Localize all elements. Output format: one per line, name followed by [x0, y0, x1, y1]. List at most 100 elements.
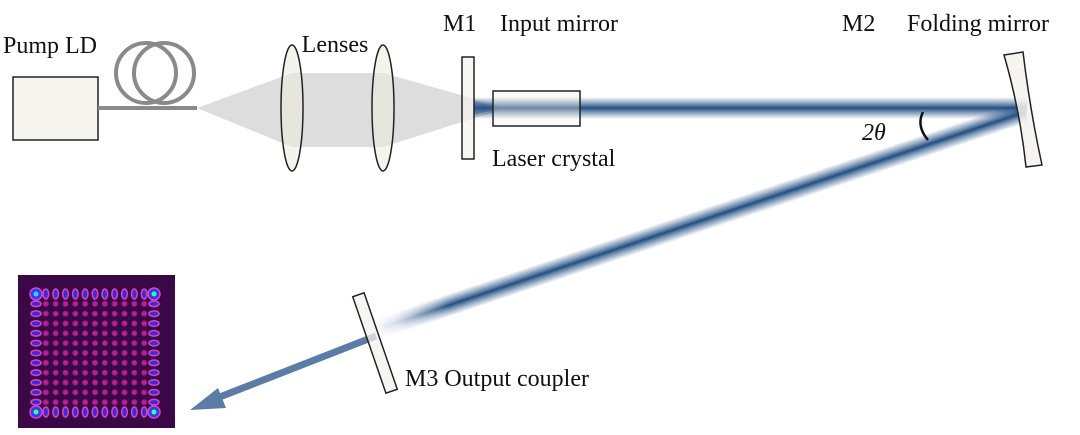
mode-spot: [148, 349, 160, 357]
mode-spot: [141, 349, 148, 357]
intracavity-beam: [474, 97, 1027, 119]
mode-spot: [130, 288, 138, 300]
lens-2: [371, 44, 395, 172]
mode-spot: [82, 349, 89, 357]
mode-spot: [30, 319, 42, 328]
mode-spot: [101, 300, 108, 307]
mode-spot: [148, 388, 160, 396]
mode-spot: [91, 389, 99, 396]
mode-spot: [72, 330, 79, 337]
mode-spot: [72, 359, 79, 366]
mode-spot: [62, 379, 69, 386]
mode-spot: [42, 369, 49, 376]
mode-spot: [72, 320, 79, 327]
mode-spot: [91, 406, 99, 418]
mode-spot: [52, 340, 59, 347]
mode-spot: [91, 320, 99, 327]
mode-spot: [72, 369, 79, 376]
mode-spot: [42, 340, 49, 347]
mode-spot: [82, 340, 89, 347]
mode-spot: [131, 359, 138, 366]
mode-spot: [121, 369, 128, 376]
mode-spot: [121, 340, 128, 347]
mode-spot: [131, 379, 138, 386]
pump-ld-box: [12, 76, 99, 141]
mode-spot: [101, 320, 108, 327]
mode-spot: [42, 389, 49, 396]
mode-spot: [131, 310, 138, 317]
mode-spot: [148, 310, 160, 318]
mode-spot: [141, 310, 148, 317]
mode-corner-peak: [151, 291, 157, 297]
mode-spot: [101, 406, 109, 418]
mode-spot: [148, 319, 160, 328]
mode-spot: [120, 406, 129, 418]
output-mode-pattern: [18, 275, 175, 428]
folding-mirror-m2: [1003, 51, 1043, 168]
mode-spot: [141, 300, 148, 307]
mode-spot: [141, 389, 148, 396]
mode-spot: [62, 300, 69, 307]
mode-spot: [111, 406, 119, 418]
fiber-coil: [98, 41, 197, 110]
mode-spot: [111, 288, 119, 300]
mode-spot: [30, 339, 42, 347]
mode-spot: [91, 310, 99, 317]
mode-spot: [42, 359, 49, 366]
mode-corner-peak: [33, 409, 39, 415]
mode-spot: [148, 339, 160, 347]
mode-spot: [91, 369, 99, 376]
mode-spot: [52, 320, 59, 327]
mode-spot: [72, 349, 79, 357]
mode-spot: [30, 369, 42, 377]
mode-spot: [72, 399, 79, 406]
mode-spot: [101, 369, 108, 376]
mode-spot: [62, 399, 69, 406]
mode-spot: [52, 330, 59, 337]
mode-spot: [121, 359, 128, 366]
mode-spot: [52, 359, 59, 366]
laser-crystal: [492, 90, 581, 127]
m1-label: M1: [443, 11, 476, 37]
mode-spot: [82, 330, 89, 337]
mode-spot: [82, 310, 89, 317]
mode-spot: [148, 329, 160, 337]
mode-spot: [140, 288, 148, 300]
mode-spot: [30, 329, 42, 337]
pump-light-cone: [197, 73, 500, 147]
mode-spot: [72, 389, 79, 396]
mode-spot: [30, 349, 42, 357]
mode-spot: [121, 320, 128, 327]
mode-spot: [141, 369, 148, 376]
mode-spot: [52, 379, 59, 386]
mode-spot: [30, 310, 42, 318]
mode-spot: [121, 349, 128, 357]
mode-spot: [52, 399, 59, 406]
mode-spot: [131, 369, 138, 376]
mode-spot: [101, 288, 109, 300]
mode-spot: [121, 389, 128, 396]
mode-spot: [62, 369, 69, 376]
mode-spot: [91, 288, 99, 300]
mode-spot: [72, 340, 79, 347]
mode-corner-peak: [151, 409, 157, 415]
mode-spot: [91, 340, 99, 347]
mode-spot: [82, 399, 89, 406]
mode-spot: [52, 288, 60, 300]
laser-crystal-label: Laser crystal: [492, 146, 616, 172]
mode-spot: [62, 310, 69, 317]
mode-spot: [141, 320, 148, 327]
mode-spot: [130, 406, 138, 418]
mode-spot: [52, 310, 59, 317]
mode-spot: [148, 398, 160, 406]
pump-ld-label: Pump LD: [3, 33, 97, 59]
mode-spot: [42, 310, 49, 317]
mode-spot: [111, 310, 118, 317]
output-coupler-label: M3 Output coupler: [405, 366, 589, 392]
mode-spot: [101, 340, 108, 347]
mode-spot: [82, 379, 89, 386]
mode-spot: [52, 349, 59, 357]
mode-spot: [140, 406, 148, 418]
mode-spot: [91, 379, 99, 386]
